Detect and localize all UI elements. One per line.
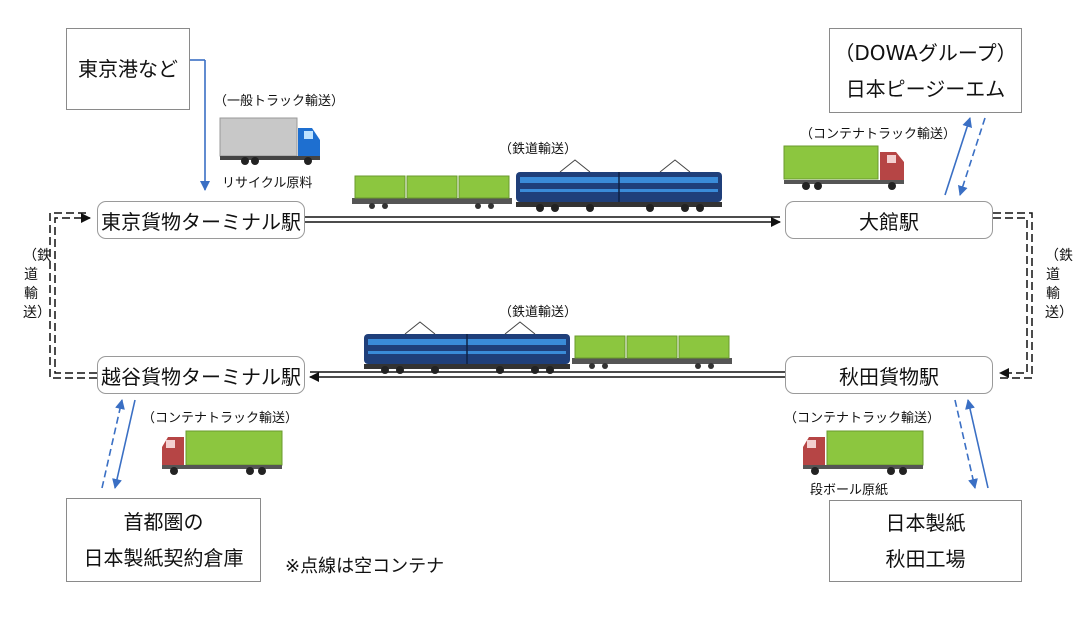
tokyo-terminal-label: 東京貨物ターミナル駅 [101,209,301,234]
top-train [352,159,722,212]
mill-line1: 日本製紙 [885,511,966,535]
locomotive-bottom [364,321,570,374]
arrow-mill-to-akita [965,399,989,489]
odate-station: 大館駅 [785,201,993,239]
arrow-koshigaya-to-warehouse [112,399,136,489]
cardboard-material-label: 段ボール原紙 [810,483,889,498]
koshigaya-terminal-station: 越谷貨物ターミナル駅 [97,356,305,394]
container-truck-akita [803,430,924,475]
locomotive-top [516,159,722,212]
rail-bottom-label: （鉄道輸送） [499,305,578,320]
mill-line2: 秋田工場 [885,547,966,571]
bottom-train [364,321,732,374]
rail-top-label: （鉄道輸送） [499,142,578,157]
general-truck-label: （一般トラック輸送） [214,94,345,109]
tokyo-terminal-station: 東京貨物ターミナル駅 [97,201,305,239]
akita-station: 秋田貨物駅 [785,356,993,394]
warehouse-line1: 首都圏の [123,510,204,534]
rail-left-vertical-label: （鉄道輸送） [23,248,51,321]
arrow-odate-to-dowa [944,117,972,196]
warehouse-line2: 日本製紙契約倉庫 [83,546,244,570]
arrow-warehouse-to-koshigaya-empty [101,399,125,489]
dowa-group-label: （DOWAグループ） [834,40,1017,65]
dowa-box: （DOWAグループ） 日本ピージーエム [829,28,1022,113]
arrow-dowa-to-odate-empty [958,117,986,196]
rail-empty-left-loop [49,212,97,379]
odate-label: 大館駅 [859,209,919,234]
container-truck-koshigaya-label: （コンテナトラック輸送） [142,411,299,426]
rail-right-vertical-label: （鉄道輸送） [1045,248,1073,321]
warehouse-box: 首都圏の 日本製紙契約倉庫 [66,498,261,582]
recycle-material-label: リサイクル原料 [222,176,313,191]
container-truck-akita-label: （コンテナトラック輸送） [784,411,941,426]
empty-container-note: ※点線は空コンテナ [285,556,445,577]
container-wagon-bottom [572,335,732,369]
arrow-akita-to-mill-empty [954,399,978,489]
general-truck [219,117,320,165]
koshigaya-terminal-label: 越谷貨物ターミナル駅 [101,364,301,389]
tokyo-port-label: 東京港など [78,57,178,81]
container-truck-odate [783,145,904,190]
akita-label: 秋田貨物駅 [839,364,939,389]
container-truck-koshigaya [162,430,283,475]
dowa-company-label: 日本ピージーエム [845,76,1006,101]
tokyo-port-box: 東京港など [66,28,190,110]
rail-line-tokyo-to-odate [305,216,781,227]
container-wagon-top [352,175,512,209]
akita-mill-box: 日本製紙 秋田工場 [829,500,1022,582]
container-truck-odate-label: （コンテナトラック輸送） [800,127,957,142]
rail-empty-right-loop [993,212,1033,379]
